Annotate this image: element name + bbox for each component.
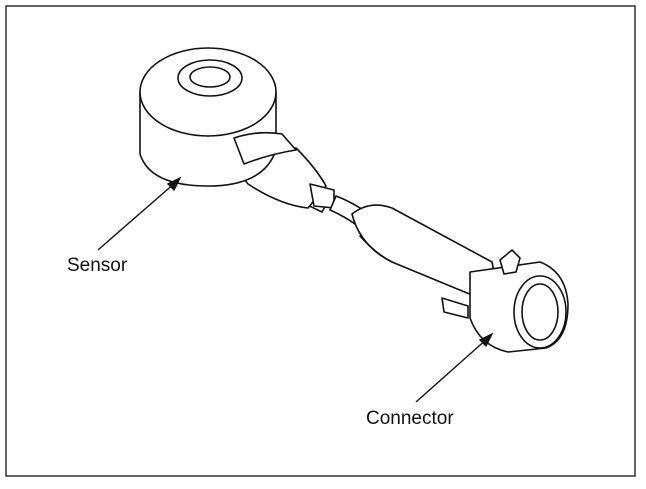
- connector-leader-line: [415, 337, 489, 403]
- sensor-bore-hole: [189, 66, 231, 88]
- connector-boot-shade: [359, 235, 393, 263]
- connector-leader-arrow: [478, 332, 494, 348]
- sensor-leader-line: [97, 181, 177, 251]
- connector-lock-tab: [499, 249, 521, 275]
- sensor-leader-arrow: [166, 176, 182, 192]
- leader-lines: [97, 176, 494, 403]
- cable-crimp: [309, 183, 335, 209]
- sensor-assembly: [139, 47, 569, 353]
- connector-face-inner: [521, 283, 559, 341]
- sensor-label: Sensor: [67, 255, 128, 276]
- sensor-neck: [233, 131, 297, 165]
- diagram-border: [5, 5, 636, 477]
- connector-side-tab: [441, 297, 469, 319]
- connector-label: Connector: [366, 408, 454, 429]
